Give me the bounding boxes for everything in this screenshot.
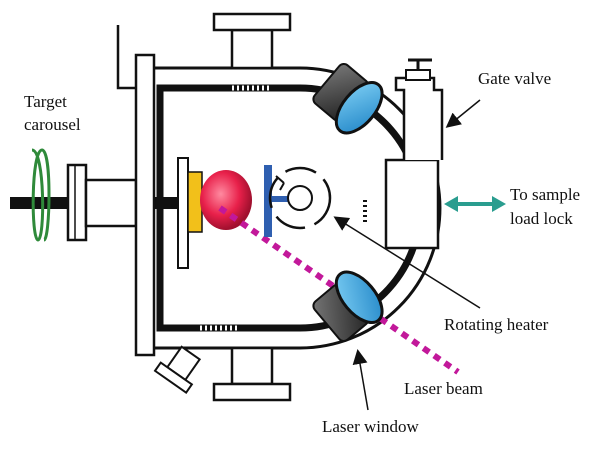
gate-valve-label: Gate valve (478, 69, 551, 88)
laser-window-callout (352, 349, 369, 411)
substrate-heater (264, 165, 332, 237)
target-yellow (187, 171, 203, 233)
shaft-flange-outer (66, 163, 88, 242)
carousel-coil (31, 148, 51, 242)
target-holder-plate (177, 157, 189, 269)
laser-beam-label: Laser beam (404, 379, 483, 398)
target-holder (177, 157, 203, 269)
bottom-port-flange (212, 382, 292, 402)
chamber-left-flange (134, 53, 156, 357)
substrate-plate (264, 165, 272, 237)
top-port-flange (212, 12, 292, 32)
shaft-flange-inner (84, 178, 138, 228)
bottom-port-tube (230, 346, 274, 386)
heater-outer-ring (268, 166, 332, 230)
target-carousel-label-line1: Target (24, 92, 67, 111)
gate-valve (384, 58, 444, 250)
rotating-heater-callout (333, 216, 481, 309)
target-carousel-label-line2: carousel (24, 115, 81, 134)
load-lock-tube (384, 158, 440, 250)
gate-valve-callout (445, 99, 481, 128)
heater-inner-ring (287, 185, 313, 211)
load-lock-arrow (444, 196, 506, 212)
laser-window-label: Laser window (322, 417, 420, 436)
plasma-plume (200, 170, 252, 230)
laser-window (312, 270, 384, 342)
to-sample-label-line1: To sample (510, 185, 580, 204)
top-port-tube (230, 28, 274, 70)
rotating-heater-label: Rotating heater (444, 315, 549, 334)
upper-window (312, 63, 384, 135)
to-sample-label-line2: load lock (510, 209, 573, 228)
gate-valve-body (394, 76, 444, 160)
